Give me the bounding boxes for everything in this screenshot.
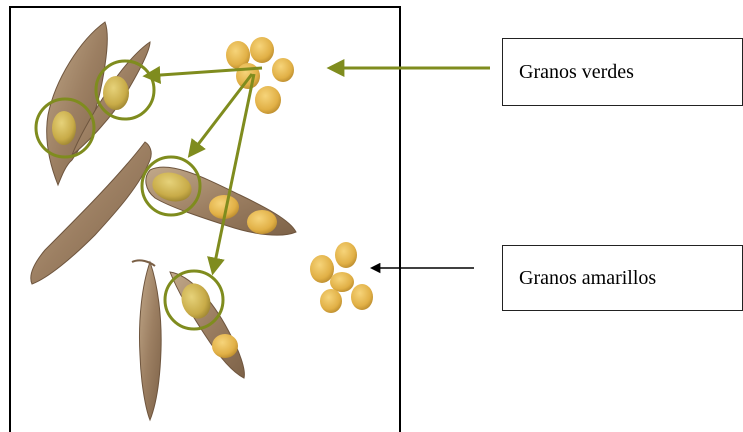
highlight-circle-1 bbox=[34, 97, 96, 159]
highlight-circle-4 bbox=[163, 269, 225, 331]
highlight-circle-3 bbox=[140, 155, 202, 217]
label-yellow-grains-text: Granos amarillos bbox=[519, 266, 657, 289]
pod-left-diagonal bbox=[30, 141, 152, 285]
arrow-to-circle-2 bbox=[142, 66, 263, 84]
pod-center bbox=[145, 166, 297, 236]
loose-grains-right bbox=[310, 242, 373, 313]
label-green-grains-text: Granos verdes bbox=[519, 60, 634, 83]
highlight-circle-2 bbox=[94, 59, 156, 121]
label-green-grains: Granos verdes bbox=[502, 38, 743, 106]
arrow-to-circle-3 bbox=[187, 73, 254, 158]
pod-top-left bbox=[46, 21, 151, 187]
arrow-to-circle-4 bbox=[207, 73, 256, 276]
label-yellow-grains: Granos amarillos bbox=[502, 245, 743, 311]
